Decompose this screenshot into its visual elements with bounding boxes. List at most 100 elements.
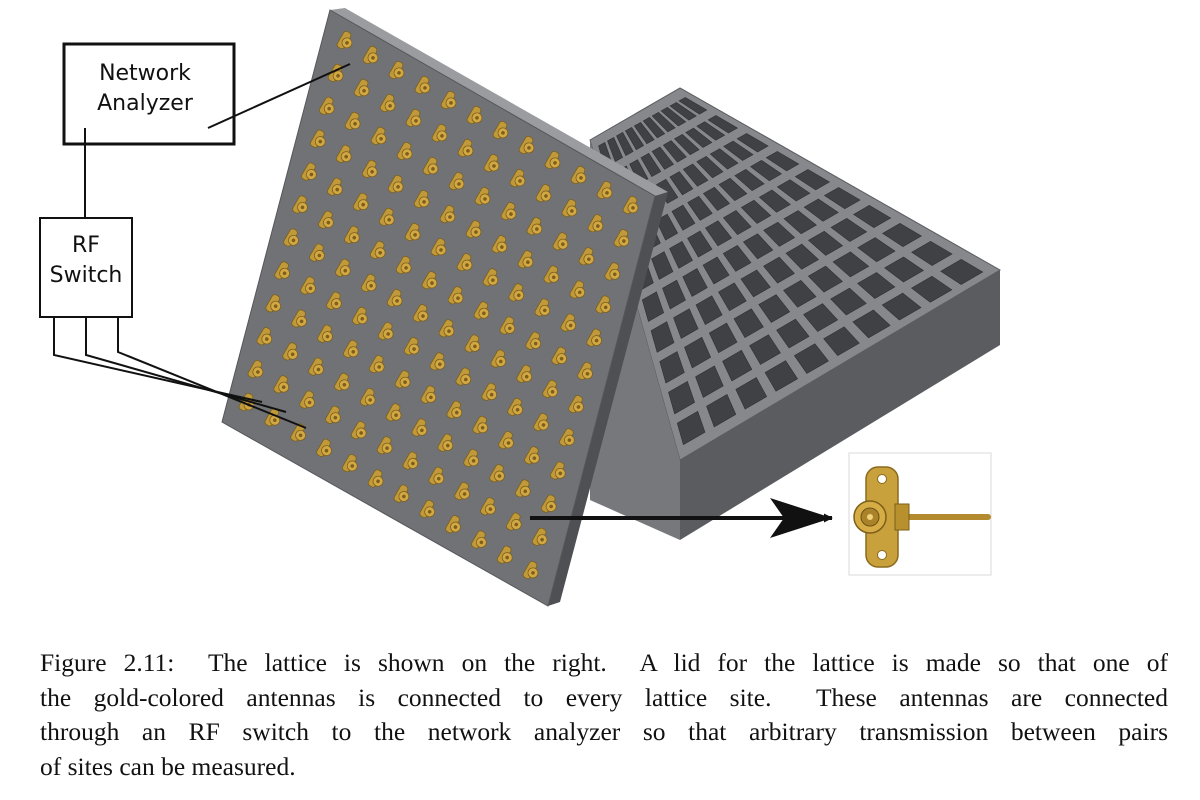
antenna-connector: [291, 309, 307, 328]
lattice-site: [673, 308, 699, 339]
antenna-connector: [448, 172, 465, 191]
antenna-connector: [595, 295, 612, 314]
antenna-connector: [471, 530, 487, 549]
antenna-connector: [274, 261, 290, 280]
lattice-site: [794, 169, 831, 191]
lattice-site: [705, 220, 733, 247]
antenna-connector: [334, 372, 350, 391]
antenna-connector: [247, 360, 264, 379]
antenna-connector: [587, 214, 604, 233]
antenna-connector: [325, 405, 341, 424]
antenna-connector: [387, 174, 404, 194]
antenna-connector: [396, 141, 413, 161]
antenna-connector: [482, 268, 499, 287]
lattice-site: [881, 292, 922, 321]
lid-right-edge: [548, 192, 668, 606]
antenna-connector: [534, 298, 551, 317]
lattice-site: [695, 365, 724, 398]
antenna-connector: [301, 162, 317, 181]
antenna-connector: [385, 403, 402, 422]
lattice-site: [743, 233, 774, 260]
lattice-site: [758, 294, 791, 323]
antenna-connector: [561, 199, 578, 218]
lattice-site: [662, 279, 686, 310]
antenna-connector: [613, 229, 630, 248]
lattice-site: [709, 148, 739, 170]
antenna-connector: [431, 123, 448, 143]
lattice-site: [857, 237, 896, 263]
lattice-site: [707, 115, 739, 134]
lattice-site: [669, 240, 693, 269]
antenna-connector: [506, 512, 522, 531]
lattice-site: [830, 217, 868, 242]
lattice-site: [660, 107, 687, 127]
lattice-site: [740, 199, 772, 224]
lattice-site: [625, 127, 645, 151]
antenna-connector: [360, 273, 377, 292]
antenna-connector: [421, 271, 438, 290]
antenna-connector: [568, 395, 584, 414]
lattice-site: [722, 245, 752, 272]
antenna-connector: [273, 375, 290, 394]
flange-hole-bottom: [877, 550, 887, 560]
antenna-connector: [292, 195, 308, 214]
antenna-connector: [362, 45, 379, 65]
antenna-connector: [445, 515, 461, 534]
lattice-site: [735, 377, 768, 410]
antenna-connector: [378, 207, 395, 226]
antenna-connector: [388, 60, 405, 80]
lattice-site: [765, 151, 800, 172]
antenna-connector: [517, 250, 534, 269]
antenna-connector: [310, 129, 326, 148]
antenna-connector: [369, 240, 386, 259]
wire-analyzer-to-top-antenna: [207, 63, 351, 129]
antenna-connector: [496, 545, 513, 564]
rf-switch-label-line2: Switch: [50, 263, 123, 288]
antenna-connector: [335, 144, 352, 163]
lattice-site: [662, 140, 687, 163]
lattice-site: [783, 279, 817, 308]
lattice-site: [718, 177, 748, 201]
antenna-connector: [405, 108, 422, 128]
antenna-connector: [344, 225, 360, 244]
connector-body: [894, 503, 910, 531]
rf-switch-label-line1: RF: [72, 233, 100, 258]
lattice-site: [678, 97, 708, 115]
lattice-site: [696, 121, 726, 141]
antenna-connector: [394, 370, 411, 389]
lattice-site: [640, 152, 662, 177]
lattice-site: [687, 195, 713, 221]
lattice-holes: [598, 97, 984, 446]
lattice-site: [857, 272, 896, 299]
antenna-connector: [508, 283, 525, 302]
antenna-connector: [412, 304, 429, 323]
antenna-connector: [457, 138, 474, 158]
antenna-connector: [414, 75, 431, 95]
caption-line-4: of sites can be measured.: [40, 751, 296, 781]
antenna-connector: [316, 438, 332, 457]
antenna-connector: [308, 357, 324, 376]
antenna-connector: [481, 382, 498, 401]
antenna-connector: [395, 255, 412, 275]
lattice-site: [736, 133, 769, 153]
lattice-site: [682, 268, 708, 297]
lattice-site: [655, 213, 679, 241]
lattice-site: [685, 127, 713, 148]
lid-face: [221, 9, 656, 607]
lattice-lid: [221, 8, 668, 607]
lattice-site: [940, 259, 984, 285]
antenna-connector: [464, 334, 481, 353]
antenna-connector: [367, 469, 384, 488]
lattice-site: [607, 136, 623, 162]
sma-center-pin: [867, 514, 873, 520]
antenna-array: [238, 30, 639, 580]
lattice-site: [722, 349, 753, 382]
lattice-site: [669, 171, 694, 196]
lattice-site: [723, 140, 754, 161]
antenna-connector: [570, 165, 587, 185]
antenna-connector: [466, 105, 483, 125]
network-analyzer-label-line1: Network: [99, 61, 191, 86]
antenna-connector: [264, 408, 281, 427]
antenna-connector: [518, 135, 535, 155]
lattice-site: [696, 155, 724, 179]
